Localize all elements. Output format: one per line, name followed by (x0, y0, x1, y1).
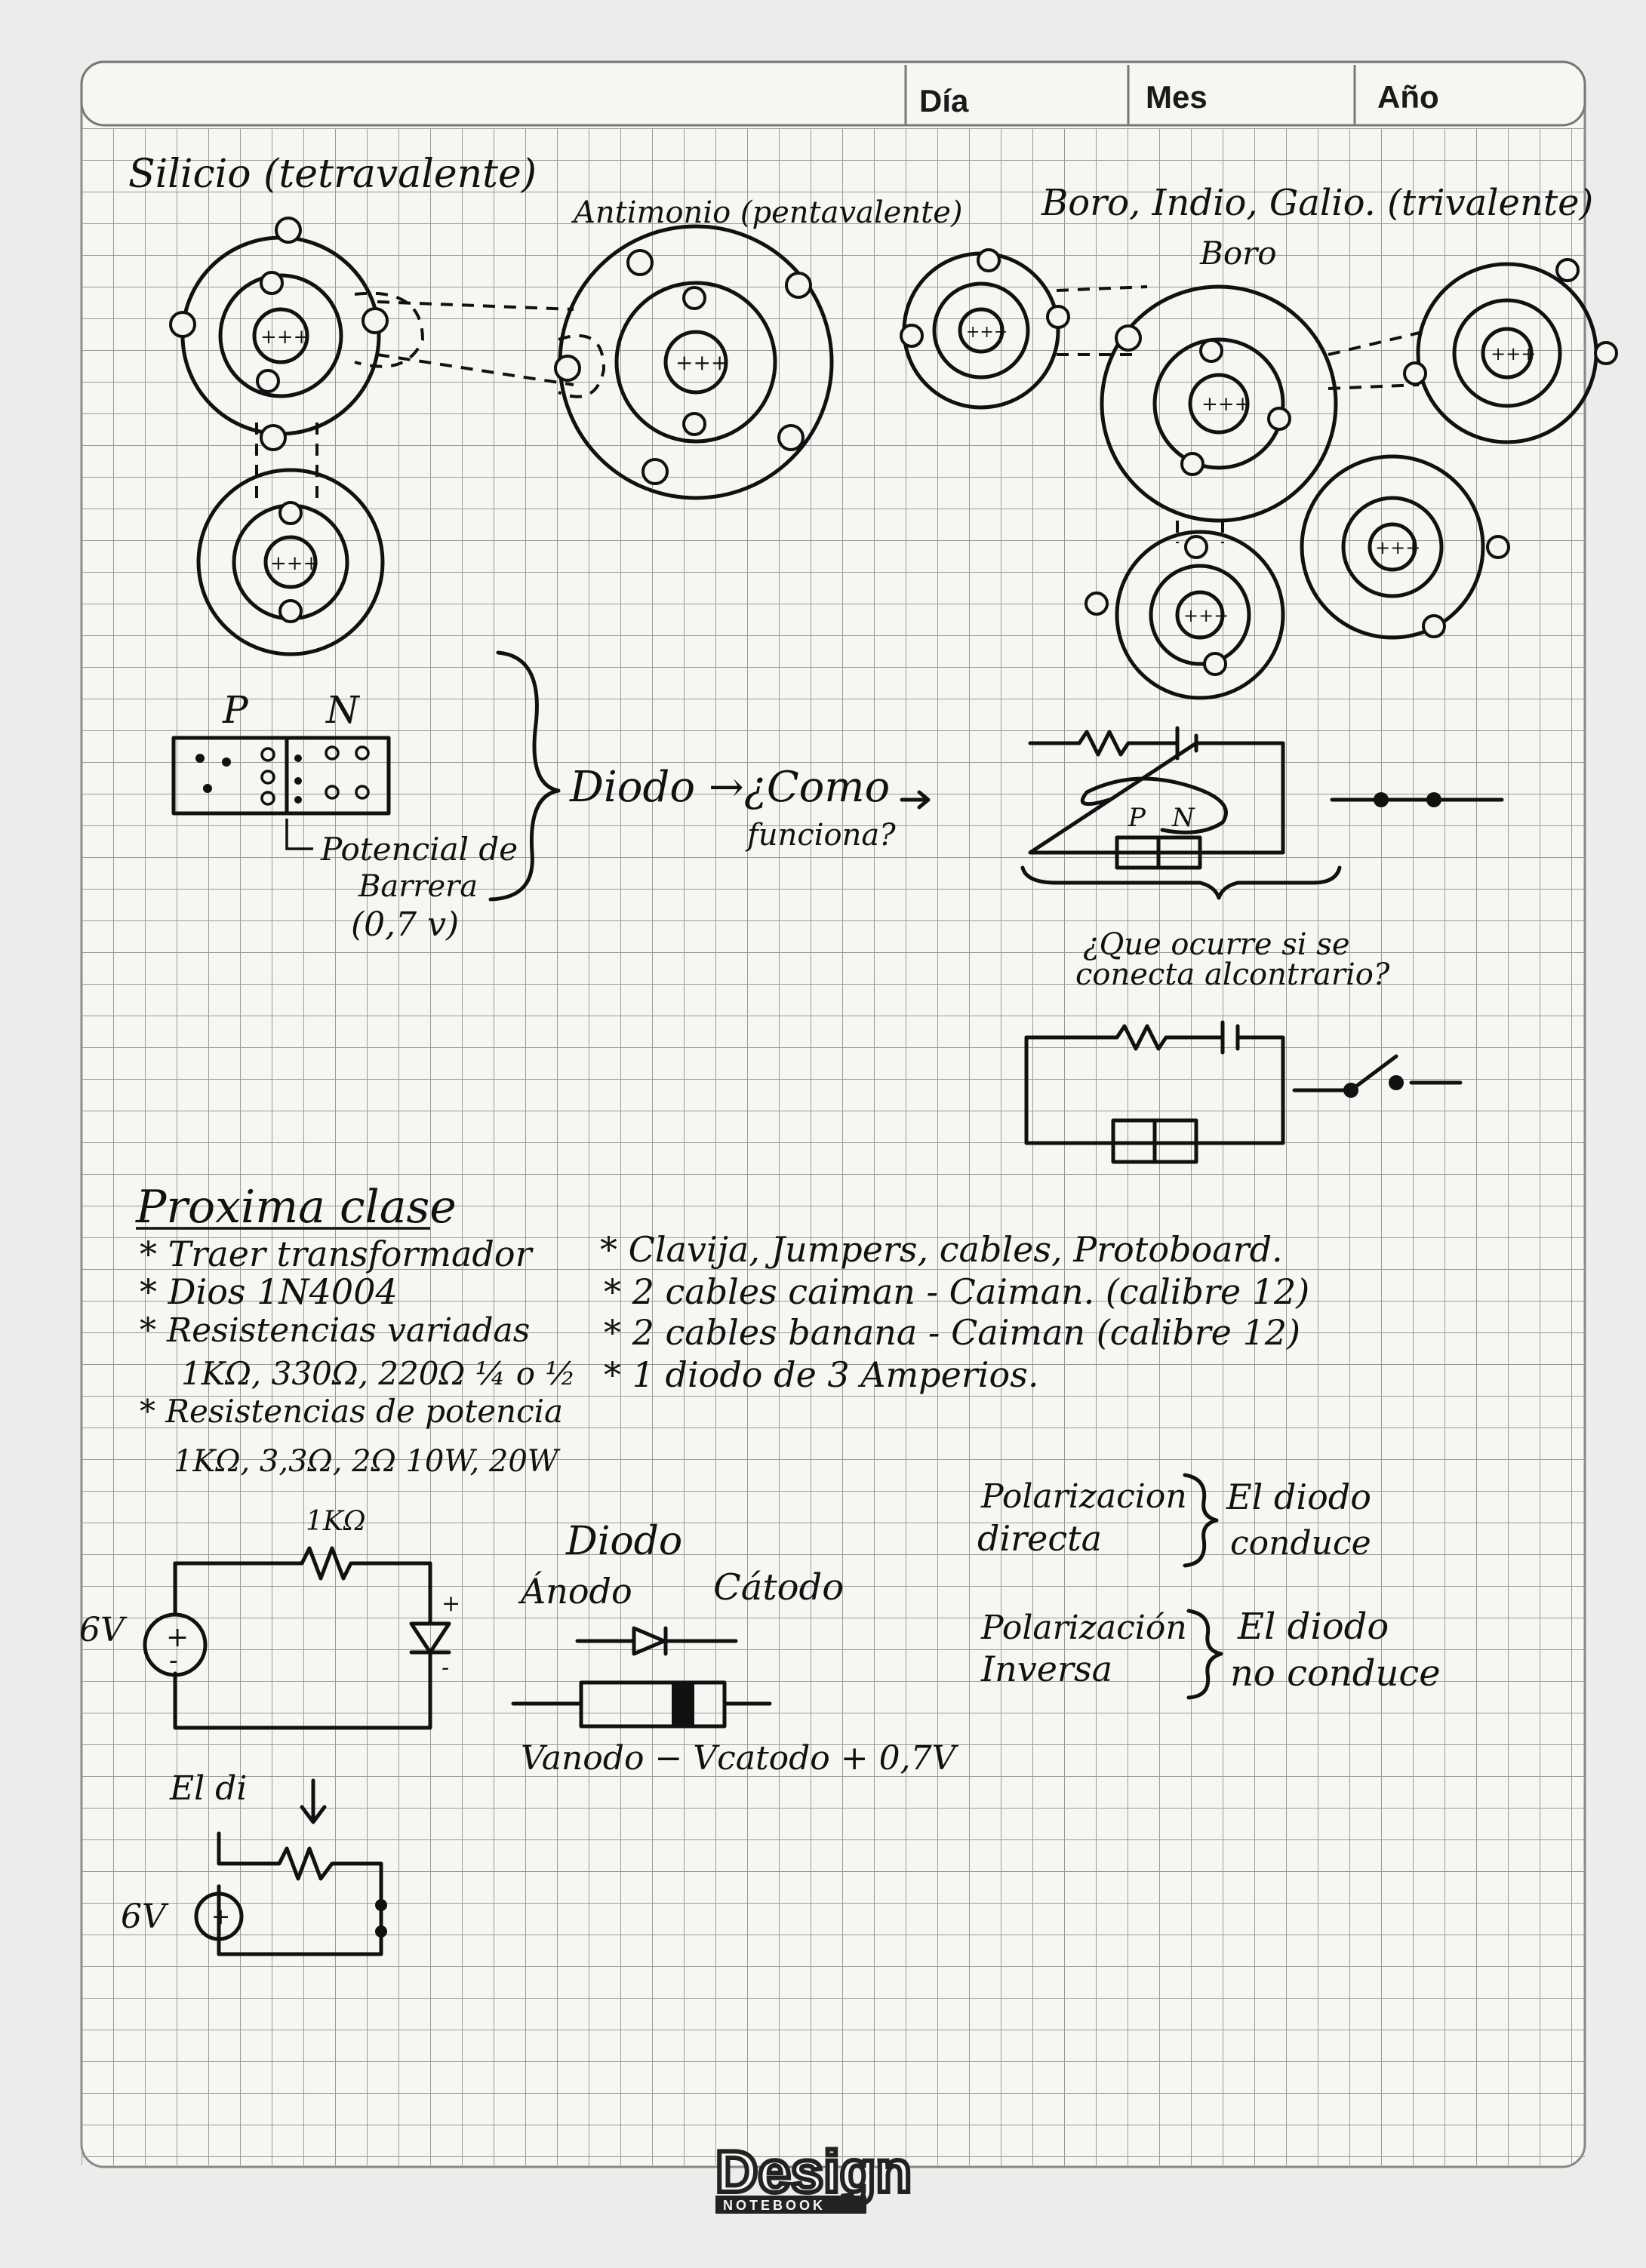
svg-text:+++: +++ (1491, 343, 1536, 364)
svg-text:-: - (169, 1646, 178, 1676)
month-label: Mes (1146, 79, 1208, 115)
boron-atom-left: +++ (900, 248, 1070, 410)
list-item: * 1 diodo de 3 Amperios. (604, 1354, 1038, 1395)
source-label: 6V (79, 1611, 128, 1649)
list-item: * 2 cables caiman - Caiman. (calibre 12) (604, 1271, 1309, 1312)
source-label-2: 6V (121, 1898, 169, 1936)
svg-text:P: P (222, 688, 249, 732)
forward-circuit-sketch: P N (1020, 726, 1504, 900)
boron-atom-lower-right: +++ (1300, 454, 1510, 640)
svg-text:P: P (1128, 803, 1146, 833)
svg-text:+++: +++ (966, 323, 1008, 342)
svg-text:Design: Design (715, 2138, 912, 2205)
list-item: * 2 cables banana - Caiman (calibre 12) (604, 1312, 1300, 1353)
polarization-notes: Polarizacion directa El diodo conduce Po… (977, 1473, 1441, 1700)
boron-title: Boro (1199, 235, 1277, 272)
svg-text:1KΩ: 1KΩ (306, 1506, 366, 1537)
svg-text:N: N (1171, 803, 1195, 833)
svg-text:+++: +++ (1201, 393, 1251, 416)
boron-atom-lower: +++ (1085, 530, 1285, 700)
list-item: * Clavija, Jumpers, cables, Protoboard. (600, 1229, 1283, 1270)
svg-text:Polarizacion: Polarizacion (980, 1477, 1187, 1516)
diode-symbol: Diodo Ánodo Cátodo Vanodo − Vcatodo + 0,… (511, 1519, 959, 1778)
list-item: 1KΩ, 3,3Ω, 2Ω 10W, 20W (174, 1444, 561, 1479)
list-item: 1KΩ, 330Ω, 220Ω ¼ o ½ (181, 1355, 576, 1392)
date-header: Día Mes Año (80, 60, 1586, 127)
svg-text:Inversa: Inversa (980, 1649, 1112, 1689)
list-item: * Resistencias de potencia (140, 1393, 563, 1430)
next-class-title: Proxima clase (135, 1181, 457, 1234)
antimony-title: Antimonio (pentavalente) (571, 195, 962, 230)
svg-text:Cátodo: Cátodo (713, 1566, 844, 1609)
year-label: Año (1377, 79, 1439, 115)
list-item: * Resistencias variadas (140, 1311, 530, 1350)
diode-question: Diodo →¿Como (569, 763, 890, 812)
svg-text:no conduce: no conduce (1230, 1652, 1441, 1695)
svg-text:+++: +++ (260, 326, 309, 349)
reverse-question-2: conecta alcontrario? (1075, 957, 1390, 992)
svg-text:Diodo: Diodo (565, 1519, 682, 1564)
next-class-left-list: * Traer transformador * Dios 1N4004 * Re… (140, 1234, 576, 1479)
svg-text:directa: directa (977, 1518, 1102, 1559)
diode-formula: Vanodo − Vcatodo + 0,7V (521, 1739, 959, 1778)
svg-text:N: N (325, 688, 361, 732)
pn-junction: P N Potencial de Barrera (0,7 v) (171, 650, 561, 944)
svg-text:Barrera: Barrera (358, 869, 478, 904)
silicon-title: Silicio (tetravalente) (128, 152, 537, 197)
diode-circuit: 1KΩ + - + - 6V (79, 1506, 460, 1730)
silicon-atom-lower: +++ (196, 468, 385, 656)
svg-text:El diodo: El diodo (1226, 1477, 1371, 1517)
reverse-circuit-sketch (1024, 1020, 1463, 1164)
potentiometer-circuit: + 6V (121, 1778, 387, 1956)
day-label: Día (919, 83, 969, 118)
svg-text:+: + (441, 1590, 460, 1617)
boron-atom-center: +++ (1100, 284, 1338, 523)
svg-text:+++: +++ (1375, 537, 1420, 558)
svg-text:(0,7 v): (0,7 v) (351, 905, 459, 944)
svg-text:El diodo: El diodo (1237, 1606, 1389, 1648)
reverse-question: ¿Que ocurre si se (1083, 927, 1350, 962)
svg-text:conduce: conduce (1230, 1524, 1371, 1563)
antimony-atom: +++ (554, 224, 834, 500)
design-notebook-logo: Design NOTEBOOK (713, 2136, 914, 2214)
partial-note: El di (169, 1769, 247, 1808)
svg-text:Polarización: Polarización (980, 1609, 1187, 1647)
silicon-atom: +++ (169, 217, 389, 451)
list-item: * Dios 1N4004 (140, 1271, 398, 1312)
svg-text:+++: +++ (270, 552, 319, 575)
svg-text:+: + (166, 1622, 189, 1653)
svg-text:+++: +++ (1183, 605, 1229, 626)
svg-text:Ánodo: Ánodo (518, 1570, 632, 1612)
trivalent-title: Boro, Indio, Galio. (trivalente) (1041, 182, 1593, 224)
svg-text:+++: +++ (675, 350, 728, 375)
next-class-right-list: * Clavija, Jumpers, cables, Protoboard. … (600, 1229, 1309, 1395)
svg-text:-: - (441, 1655, 449, 1681)
list-item: * Traer transformador (140, 1234, 534, 1274)
boron-atom-right: +++ (1403, 258, 1618, 444)
svg-text:+: + (211, 1904, 230, 1930)
svg-text:Potencial de: Potencial de (320, 831, 518, 868)
diode-question-2: funciona? (745, 818, 896, 853)
svg-text:NOTEBOOK: NOTEBOOK (723, 2198, 826, 2213)
